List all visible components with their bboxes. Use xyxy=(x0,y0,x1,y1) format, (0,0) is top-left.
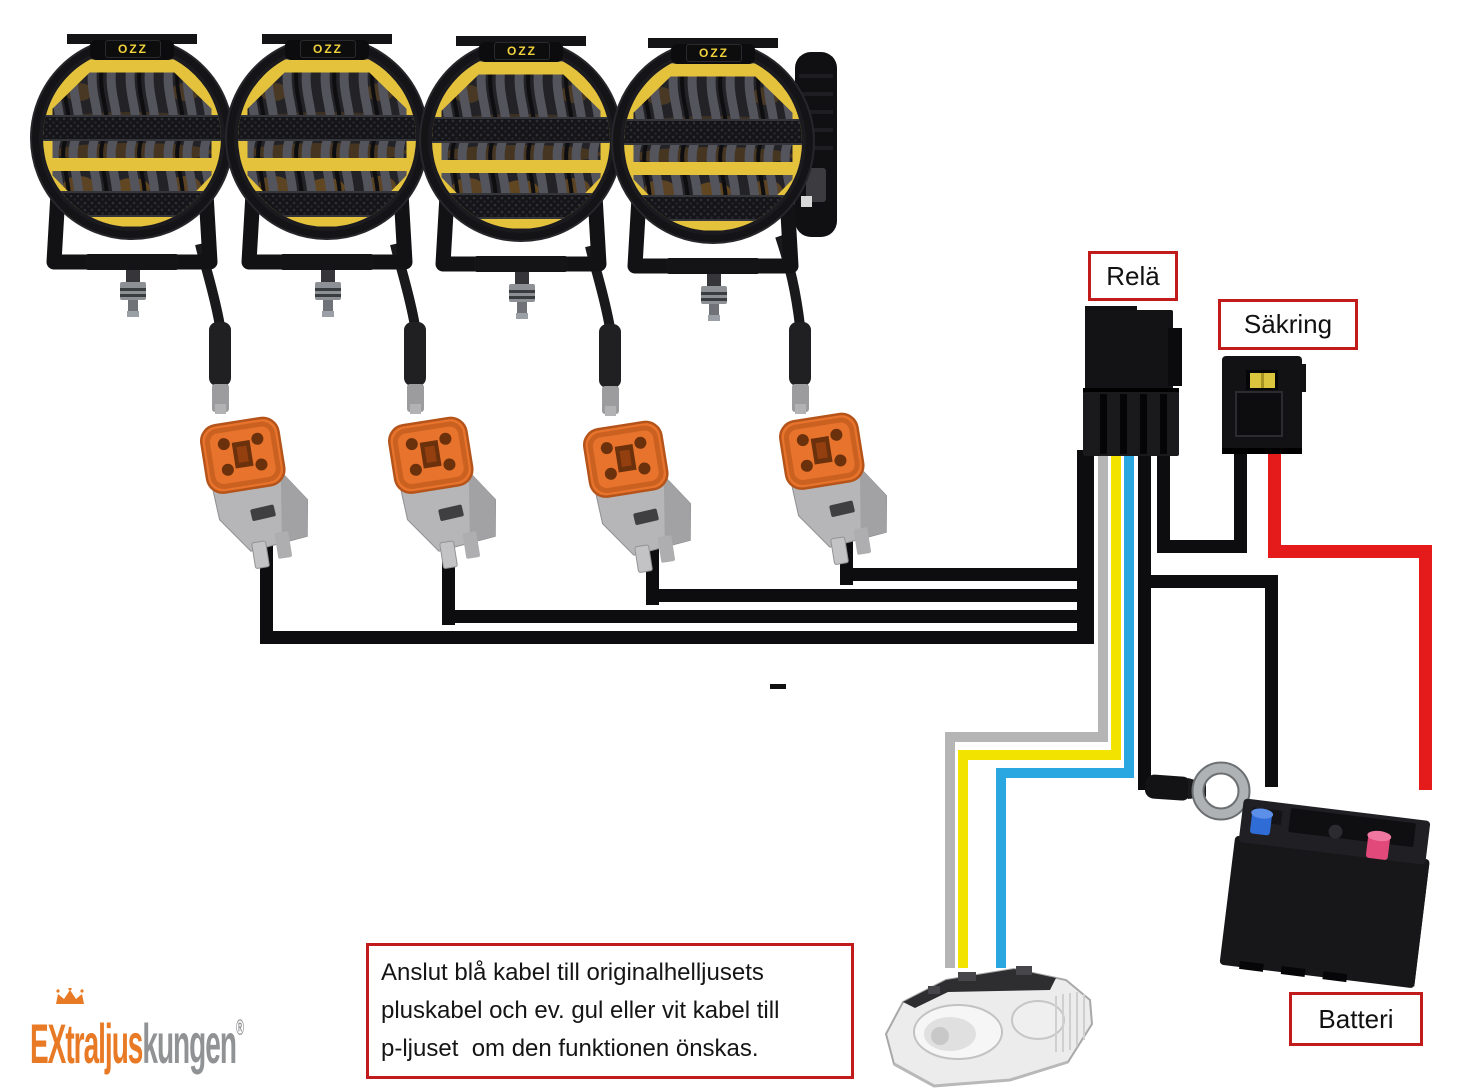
lamp-black-wires xyxy=(260,450,1094,644)
spotlight-4-side xyxy=(795,52,837,237)
dt-connector-1 xyxy=(199,413,317,574)
gray-wire xyxy=(945,450,1108,968)
registered-mark: ® xyxy=(235,1015,245,1040)
lamp-brand-badge: OZZ xyxy=(300,40,356,58)
crown-icon xyxy=(56,988,84,1004)
note-line-2: pluskabel och ev. gul eller vit kabel ti… xyxy=(381,997,780,1024)
lamp-brand-badge: OZZ xyxy=(686,44,742,62)
battery-graphic xyxy=(1219,798,1431,988)
dt-connector-2 xyxy=(387,413,505,574)
instruction-note: Anslut blå kabel till originalhelljusets… xyxy=(366,943,854,1079)
red-wire xyxy=(1268,448,1432,790)
spotlight-4 xyxy=(612,38,814,321)
relay-graphic xyxy=(1083,306,1182,456)
ring-terminal-graphic xyxy=(1144,761,1251,821)
relay-label: Relä xyxy=(1088,251,1178,301)
brand-logo: EXtraljuskungen® xyxy=(30,988,310,1075)
lamp-brand-badge: OZZ xyxy=(105,40,161,58)
fuse-holder-graphic xyxy=(1222,356,1306,454)
lamp-cable-boots xyxy=(209,322,811,416)
lamp-brand-badge: OZZ xyxy=(494,42,550,60)
headlight-graphic xyxy=(884,966,1094,1088)
dash-mark xyxy=(770,684,786,689)
battery-label: Batteri xyxy=(1289,992,1423,1046)
spotlight-3 xyxy=(420,36,622,319)
logo-text-primary: EXtraljus xyxy=(30,1012,143,1075)
fuse-label: Säkring xyxy=(1218,299,1358,350)
spotlight-1 xyxy=(31,34,233,317)
note-line-1: Anslut blå kabel till originalhelljusets xyxy=(381,959,764,986)
logo-text-secondary: kungen xyxy=(142,1012,237,1075)
spotlight-2 xyxy=(226,34,428,317)
blue-wire xyxy=(996,450,1134,968)
yellow-wire xyxy=(958,450,1121,968)
relay-black-wires xyxy=(1138,448,1278,790)
note-line-3: p-ljuset om den funktionen önskas. xyxy=(381,1035,759,1062)
dt-connector-4 xyxy=(778,409,896,570)
dt-connector-3 xyxy=(582,417,700,578)
logo-text: EXtraljuskungen® xyxy=(30,996,244,1076)
